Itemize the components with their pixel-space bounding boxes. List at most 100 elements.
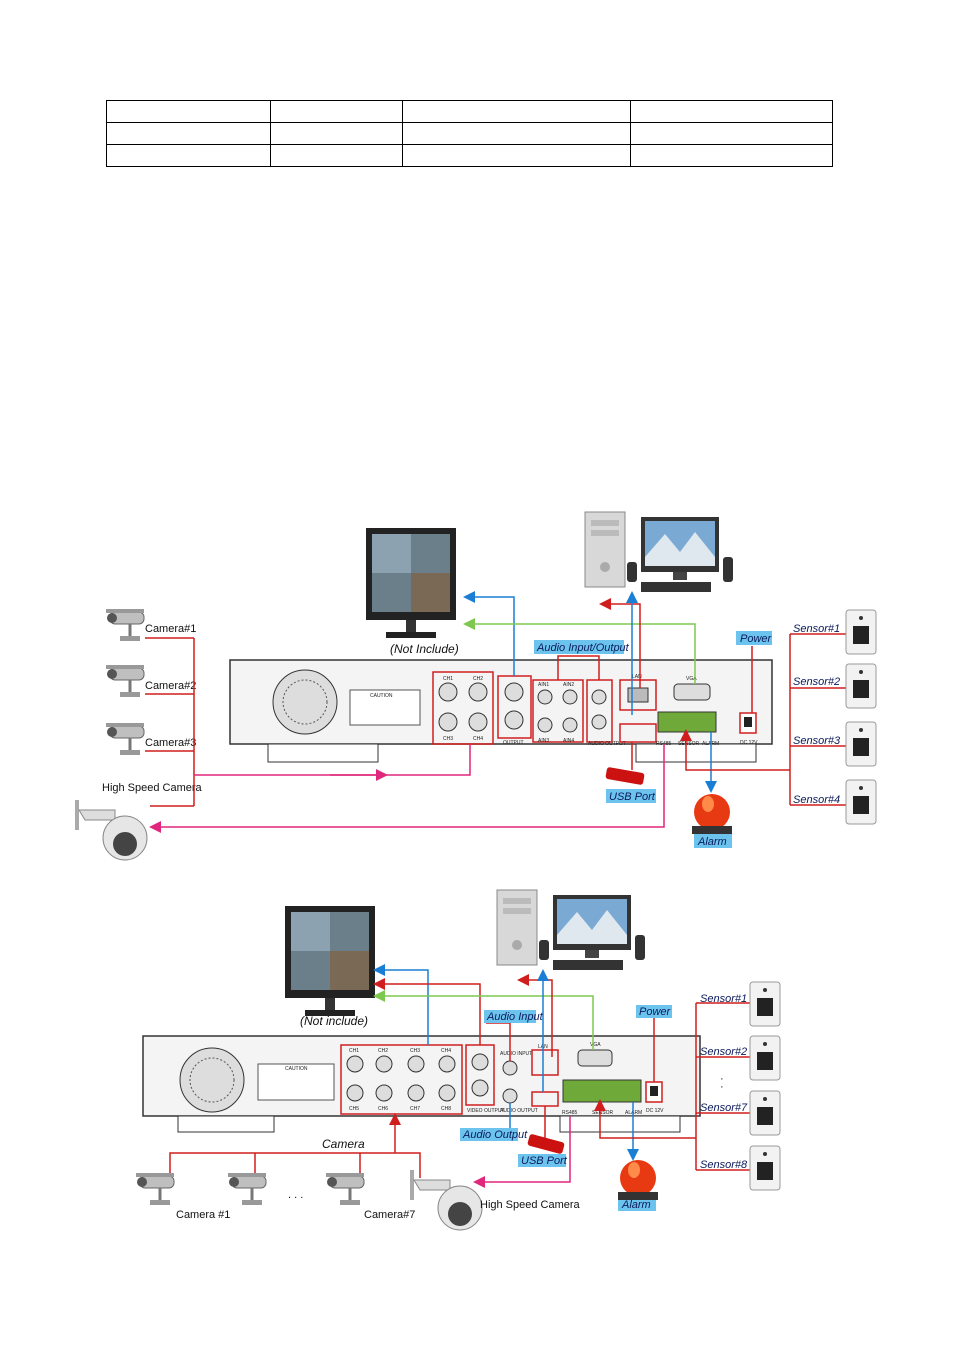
usb-port — [619, 723, 657, 743]
svg-text:Audio Input/Output: Audio Input/Output — [536, 642, 630, 654]
lan-port — [619, 679, 657, 711]
svg-text:AIN2: AIN2 — [563, 682, 574, 688]
sensor-terminal — [562, 1079, 642, 1103]
svg-text:CAUTION: CAUTION — [370, 693, 393, 699]
svg-text:VGA: VGA — [686, 676, 697, 682]
sensor-icon — [845, 721, 877, 767]
svg-text:USB Port: USB Port — [521, 1155, 568, 1167]
alarm-icon — [618, 1160, 658, 1200]
sensor-terminal — [657, 711, 717, 733]
svg-text:Sensor#3: Sensor#3 — [793, 735, 841, 747]
svg-text:Power: Power — [740, 633, 773, 645]
svg-text:SENSOR: SENSOR — [592, 1110, 614, 1116]
caution-label — [349, 689, 421, 726]
svg-text:Power: Power — [639, 1006, 672, 1018]
sensor-icon — [749, 1090, 781, 1136]
svg-text:Sensor#7: Sensor#7 — [700, 1102, 748, 1114]
camera-icon — [104, 721, 146, 757]
video-input-group — [340, 1044, 463, 1115]
svg-text:High Speed Camera: High Speed Camera — [102, 782, 203, 794]
high-speed-camera-icon — [409, 1169, 483, 1231]
computer-icon — [496, 889, 646, 971]
lan-port — [531, 1049, 559, 1076]
svg-text:CH4: CH4 — [441, 1048, 451, 1054]
svg-text:Sensor#1: Sensor#1 — [700, 993, 747, 1005]
svg-text:Camera#7: Camera#7 — [364, 1209, 415, 1221]
svg-text:AUDIO OUTPUT: AUDIO OUTPUT — [588, 741, 626, 747]
svg-text:CH3: CH3 — [410, 1048, 420, 1054]
usb-stick-icon — [605, 767, 645, 785]
sensor-icon — [749, 1035, 781, 1081]
camera-icon — [104, 663, 146, 699]
svg-text:CH4: CH4 — [473, 736, 483, 742]
svg-text:Audio Input: Audio Input — [486, 1011, 544, 1023]
svg-text:CH7: CH7 — [410, 1106, 420, 1112]
sensor-icon — [749, 981, 781, 1027]
svg-text:LAN: LAN — [632, 674, 642, 680]
computer-icon — [584, 511, 734, 593]
monitor-icon — [285, 906, 375, 1016]
svg-text:Sensor#8: Sensor#8 — [700, 1159, 748, 1171]
blank-table — [106, 100, 833, 167]
svg-text:CH8: CH8 — [441, 1106, 451, 1112]
diagram-1: CAUTION CH1 CH2 CH3 CH4 OUTPUT AIN1 AIN2… — [74, 511, 877, 861]
monitor-icon — [366, 528, 456, 638]
sensor-icon — [845, 779, 877, 825]
svg-text:CH5: CH5 — [349, 1106, 359, 1112]
high-speed-camera-icon — [74, 799, 148, 861]
svg-text:CAUTION: CAUTION — [285, 1066, 308, 1072]
svg-text:·: · — [720, 1073, 724, 1085]
svg-text:CH2: CH2 — [473, 676, 483, 682]
vga-port — [673, 683, 711, 701]
svg-text:CH3: CH3 — [443, 736, 453, 742]
svg-text:Sensor#1: Sensor#1 — [793, 623, 840, 635]
svg-text:AIN1: AIN1 — [538, 682, 549, 688]
svg-text:Sensor#2: Sensor#2 — [793, 676, 840, 688]
svg-text:Sensor#4: Sensor#4 — [793, 794, 840, 806]
svg-text:OUTPUT: OUTPUT — [503, 740, 524, 746]
diagram-2: CAUTION CH1 CH2 CH3 CH4 CH5 CH6 CH7 CH8 … — [134, 889, 781, 1231]
sensor-icon — [845, 609, 877, 655]
svg-text:. . .: . . . — [288, 1189, 303, 1201]
svg-text:Camera: Camera — [322, 1137, 365, 1151]
svg-text:AIN3: AIN3 — [538, 738, 549, 744]
video-input-group — [432, 671, 494, 745]
svg-text:Alarm: Alarm — [697, 836, 727, 848]
svg-text:Sensor#2: Sensor#2 — [700, 1046, 747, 1058]
svg-text:SENSOR: SENSOR — [678, 741, 700, 747]
svg-text:RS485: RS485 — [562, 1110, 578, 1116]
svg-text:CH6: CH6 — [378, 1106, 388, 1112]
camera-icon — [226, 1171, 268, 1207]
svg-text:CH1: CH1 — [349, 1048, 359, 1054]
svg-text:Alarm: Alarm — [621, 1199, 651, 1211]
svg-text:AUDIO OUTPUT: AUDIO OUTPUT — [500, 1108, 538, 1114]
svg-text:Camera#2: Camera#2 — [145, 680, 196, 692]
usb-stick-icon — [527, 1134, 565, 1154]
svg-text:Camera#1: Camera#1 — [145, 623, 196, 635]
sensor-icon — [749, 1145, 781, 1191]
camera-icon — [104, 607, 146, 643]
caution-label — [257, 1063, 335, 1101]
audio-label-bg — [534, 640, 624, 654]
camera-icon — [134, 1171, 176, 1207]
sensor-icon — [845, 663, 877, 709]
svg-text:Audio Output: Audio Output — [462, 1129, 528, 1141]
svg-text:·: · — [720, 1081, 724, 1093]
svg-text:VIDEO OUTPUT: VIDEO OUTPUT — [467, 1108, 505, 1114]
fan-grille — [272, 669, 338, 735]
svg-text:AIN4: AIN4 — [563, 738, 574, 744]
alarm-icon — [692, 794, 732, 834]
svg-text:Camera#3: Camera#3 — [145, 737, 196, 749]
svg-text:Camera #1: Camera #1 — [176, 1209, 230, 1221]
svg-text:(Not include): (Not include) — [300, 1014, 368, 1028]
svg-text:VGA: VGA — [590, 1042, 601, 1048]
svg-text:CH1: CH1 — [443, 676, 453, 682]
svg-text:(Not Include): (Not Include) — [390, 642, 459, 656]
svg-text:DC 12V: DC 12V — [646, 1108, 664, 1114]
svg-text:High Speed Camera: High Speed Camera — [480, 1199, 581, 1211]
camera-icon — [324, 1171, 366, 1207]
fan-grille — [179, 1047, 245, 1113]
svg-text:USB Port: USB Port — [609, 791, 656, 803]
svg-text:AUDIO INPUT: AUDIO INPUT — [500, 1051, 532, 1057]
